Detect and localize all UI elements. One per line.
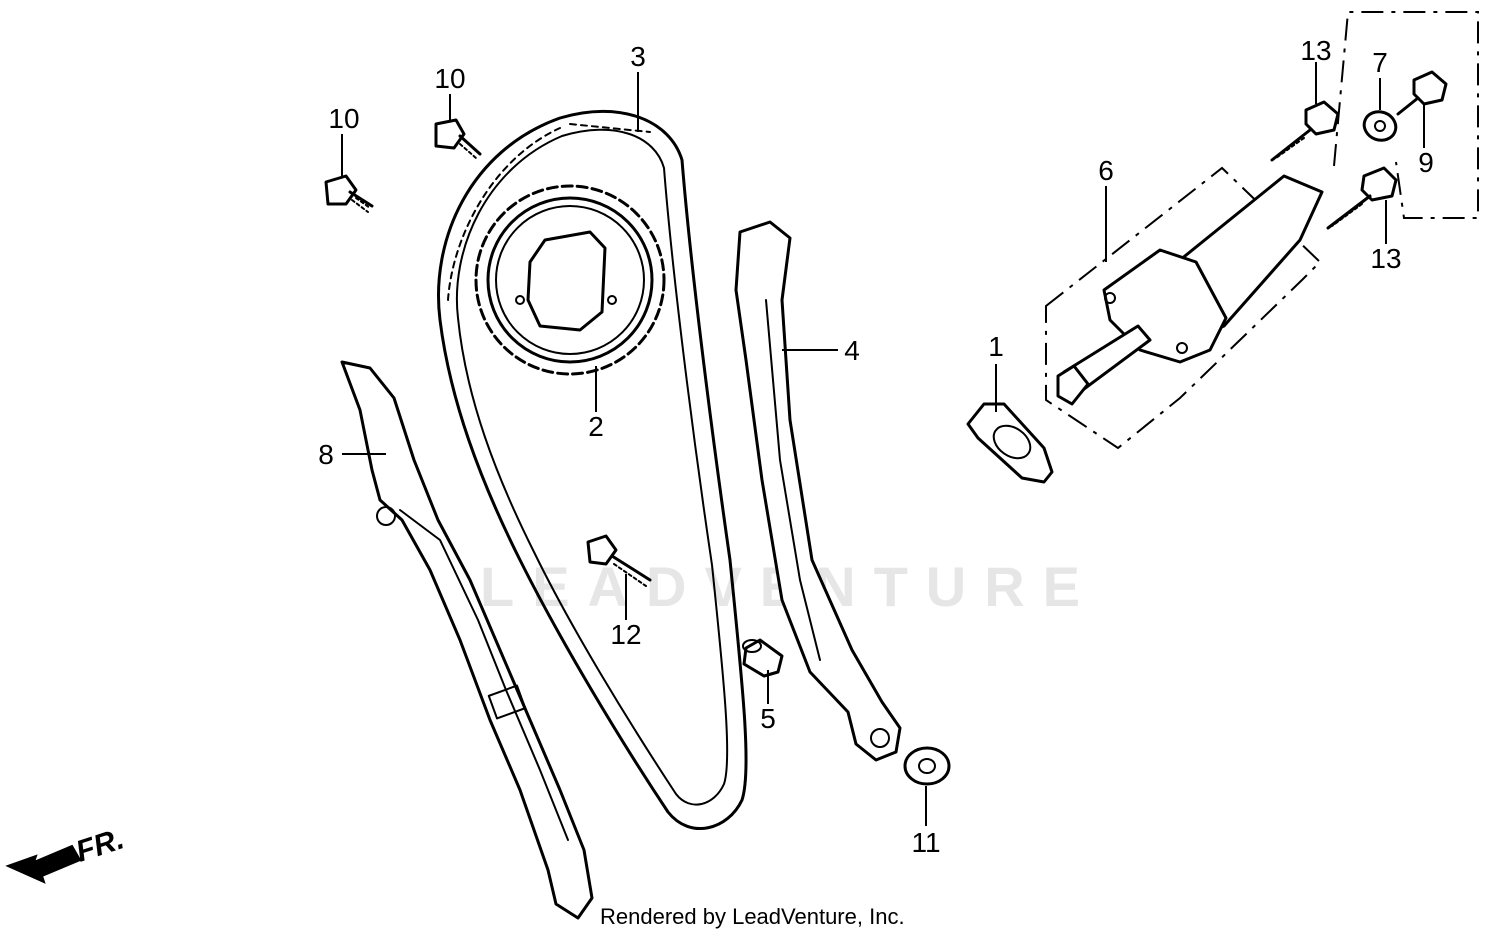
callout-13-lower: 13 bbox=[1370, 243, 1401, 274]
callout-9: 9 bbox=[1418, 147, 1434, 178]
front-direction-label: FR. bbox=[72, 822, 128, 868]
render-credit: Rendered by LeadVenture, Inc. bbox=[600, 904, 905, 929]
cam-chain-tensioner[interactable] bbox=[1056, 174, 1324, 406]
front-direction-arrow: FR. bbox=[5, 822, 128, 884]
bolt-9[interactable] bbox=[1396, 70, 1448, 116]
washer-11[interactable] bbox=[903, 746, 951, 786]
bolt-13-lower[interactable] bbox=[1326, 166, 1398, 230]
callout-4: 4 bbox=[844, 335, 860, 366]
callouts: 3 2 4 5 6 1 7 9 8 10 10 11 12 13 13 bbox=[318, 35, 1434, 858]
callout-12: 12 bbox=[610, 619, 641, 650]
callout-3: 3 bbox=[630, 41, 646, 72]
callout-10-right: 10 bbox=[434, 63, 465, 94]
cam-chain-guide[interactable] bbox=[734, 220, 902, 762]
washer-bolt-bracket bbox=[1333, 11, 1479, 219]
callout-7: 7 bbox=[1372, 47, 1388, 78]
callout-5: 5 bbox=[760, 703, 776, 734]
callout-11: 11 bbox=[911, 827, 940, 858]
collar-5[interactable] bbox=[742, 638, 784, 678]
cam-chain[interactable] bbox=[437, 109, 748, 830]
washer-7[interactable] bbox=[1360, 107, 1400, 144]
cam-chain-tensioner-arm[interactable] bbox=[340, 360, 594, 920]
callout-10-left: 10 bbox=[328, 103, 359, 134]
callout-8: 8 bbox=[318, 439, 334, 470]
tensioner-gasket-1[interactable] bbox=[966, 402, 1054, 484]
bolt-13-upper[interactable] bbox=[1270, 100, 1340, 162]
bolt-10-left[interactable] bbox=[324, 174, 374, 213]
callout-6: 6 bbox=[1098, 155, 1114, 186]
leader-lines bbox=[341, 62, 1425, 826]
bolt-12[interactable] bbox=[586, 534, 652, 587]
bolt-10-right[interactable] bbox=[434, 118, 482, 159]
callout-13-upper: 13 bbox=[1300, 35, 1331, 66]
callout-2: 2 bbox=[588, 411, 604, 442]
cam-sprocket[interactable] bbox=[474, 184, 666, 376]
tensioner-assembly-box bbox=[1045, 166, 1322, 450]
callout-1: 1 bbox=[988, 331, 1004, 362]
